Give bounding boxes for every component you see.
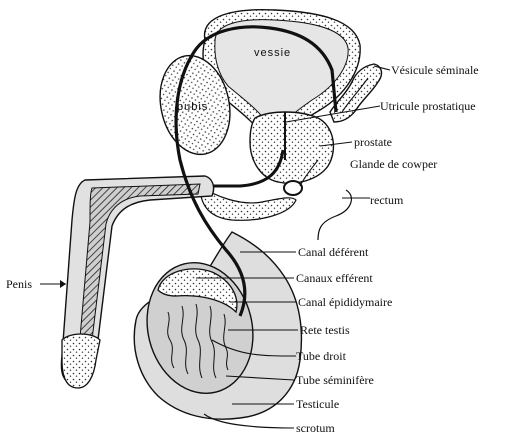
label-rectum: rectum: [370, 193, 404, 207]
cowper-gland: [283, 180, 303, 196]
epididymis: [157, 268, 238, 314]
leader-scrotum: [203, 413, 295, 429]
corpus-cavernosum: [79, 183, 201, 341]
label-prostate: prostate: [354, 135, 392, 149]
label-vas-deferens: Canal déférent: [298, 245, 369, 259]
prostate-gland: [249, 111, 335, 184]
seminiferous-tubules: [167, 303, 229, 379]
glans: [61, 333, 101, 389]
leader-prostate: [319, 141, 353, 147]
leader-prostatic-utricle: [285, 105, 381, 123]
seminal-vesicle-coil: [341, 77, 369, 113]
leader-seminiferous-tubule: [225, 375, 295, 381]
pubis-label: pubis: [177, 101, 208, 113]
label-seminal-vesicle: Vésicule séminale: [391, 63, 479, 77]
label-epididymal-duct: Canal épididymaire: [298, 295, 392, 309]
rectum: [317, 189, 353, 241]
seminal-vesicle: [329, 63, 383, 123]
label-straight-tubule: Tube droit: [296, 349, 347, 363]
label-cowper-gland: Glande de cowper: [350, 157, 437, 171]
penile-base: [199, 184, 297, 221]
leader-seminal-vesicle: [373, 65, 391, 71]
label-penis: Penis: [6, 277, 32, 291]
leader-penis-arrowhead: [60, 280, 66, 288]
label-rete-testis: Rete testis: [300, 323, 350, 337]
label-testicle: Testicule: [296, 397, 339, 411]
vas-deferens: [174, 25, 338, 317]
cowper-gland-leader: [299, 159, 319, 187]
label-seminiferous-tubule: Tube séminifère: [296, 373, 374, 387]
bladder-label: vessie: [254, 47, 291, 59]
label-prostatic-utricle: Utricule prostatique: [380, 99, 476, 113]
leader-straight-tubule: [211, 339, 297, 357]
label-scrotum: scrotum: [296, 421, 335, 435]
label-efferent-ducts: Canaux efférent: [296, 271, 373, 285]
